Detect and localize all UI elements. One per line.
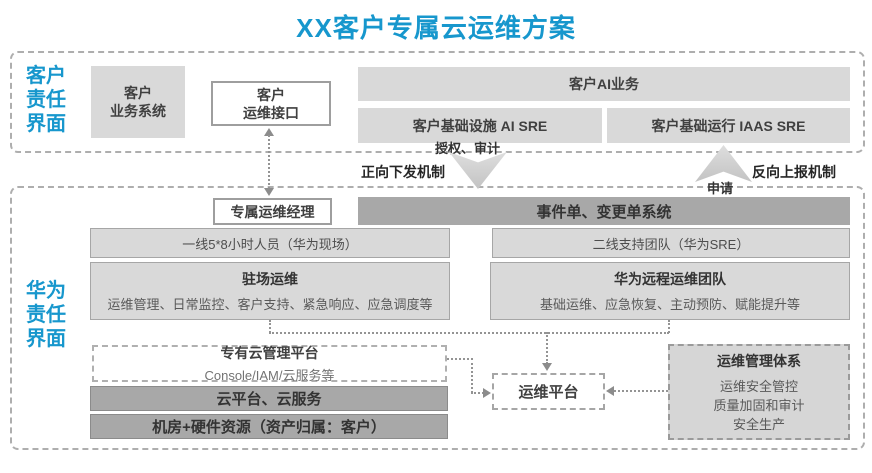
connector-h3 [614,390,668,392]
connector-horizontal-bus [269,332,669,334]
customer-iaas-sre-box: 客户基础运行 IAAS SRE [607,108,850,143]
private-cloud-mgmt-box: 专有云管理平台 Console/IAM/云服务等 [92,345,447,383]
connector-vertical-line [268,135,270,189]
down-block-arrow-icon [449,152,507,189]
auth-audit-label: 授权、审计 [435,141,501,156]
secondline-team-box: 二线支持团队（华为SRE） [492,228,850,258]
huawei-section-label: 华为 责任 界面 [26,280,66,350]
onsite-ops-box: 驻场运维 运维管理、日常监控、客户支持、紧急响应、应急调度等 [90,262,450,320]
connector-down-line [546,332,548,364]
apply-label: 申请 [707,181,734,196]
reverse-mechanism-label: 反向上报机制 [752,164,836,180]
remote-ops-title: 华为远程运维团队 [614,271,726,287]
remote-ops-desc: 基础运维、应急恢复、主动预防、赋能提升等 [539,297,800,312]
arrowhead-up-icon [264,128,274,136]
connector-remote-stub [668,320,670,333]
connector-v1 [471,358,473,393]
dedicated-ops-manager-box: 专属运维经理 [213,198,332,225]
forward-mechanism-label: 正向下发机制 [361,164,445,180]
cloud-platform-box: 云平台、云服务 [90,386,448,411]
customer-ai-business-box: 客户AI业务 [358,67,850,101]
ops-mgmt-system-line-2: 质量加固和审计 [713,397,805,413]
datacenter-resources-box: 机房+硬件资源（资产归属：客户） [90,414,448,439]
onsite-ops-title: 驻场运维 [242,271,298,287]
ticket-system-box: 事件单、变更单系统 [358,197,850,225]
ops-mgmt-system-line-1: 运维安全管控 [719,378,798,394]
remote-ops-team-box: 华为远程运维团队 基础运维、应急恢复、主动预防、赋能提升等 [490,262,850,320]
private-cloud-mgmt-desc: Console/IAM/云服务等 [204,368,335,383]
customer-section-label: 客户 责任 界面 [26,65,66,135]
private-cloud-mgmt-title: 专有云管理平台 [220,345,319,361]
ops-platform-box: 运维平台 [492,373,605,410]
customer-business-system-box: 客户 业务系统 [91,66,185,138]
arrowhead-into-ops-platform-icon [542,363,552,371]
arrowhead-right-icon [483,388,491,398]
connector-h1 [447,358,473,360]
connector-h2 [471,392,484,394]
frontline-team-box: 一线5*8小时人员（华为现场） [90,228,450,258]
page-title: XX客户专属云运维方案 [296,13,576,43]
connector-onsite-stub [269,320,271,333]
ops-mgmt-system-line-3: 安全生产 [732,416,785,432]
customer-ai-sre-box: 客户基础设施 AI SRE [358,108,602,143]
arrowhead-left-icon [606,386,614,396]
arrowhead-down-icon [264,188,274,196]
ops-mgmt-system-title: 运维管理体系 [717,352,801,369]
onsite-ops-desc: 运维管理、日常监控、客户支持、紧急响应、应急调度等 [107,297,433,312]
ops-mgmt-system-box: 运维管理体系 运维安全管控 质量加固和审计 安全生产 [668,344,850,440]
ops-platform-title: 运维平台 [518,384,579,401]
customer-ops-interface-box: 客户 运维接口 [211,81,331,126]
